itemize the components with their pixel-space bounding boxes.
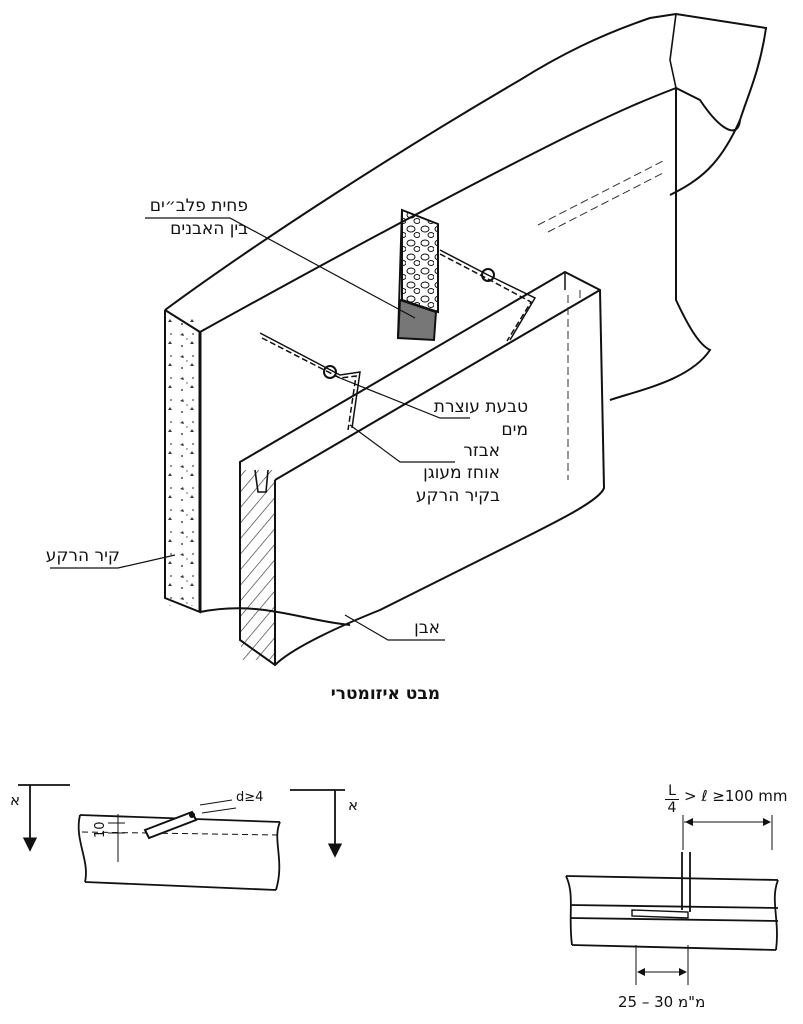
anchor-rod-back (439, 249, 537, 342)
water-stop-ring-front (323, 365, 337, 379)
view-caption: מבט איזומטרי (330, 684, 440, 704)
slab-label-line2: בין האבנים (170, 219, 248, 239)
anchor-rod-front (259, 332, 361, 431)
section-aa-drawing (18, 784, 345, 891)
stone-block (239, 270, 606, 667)
leader-stone (344, 614, 445, 641)
stone-groove (254, 469, 269, 493)
slab-label-line1: פחית פלב״ים (149, 196, 248, 216)
stone-hatched-edge (241, 470, 274, 660)
leader-ring (334, 375, 470, 419)
stone-label: אבן (414, 618, 440, 638)
rod-offset-label: 10 (93, 821, 108, 838)
plan-detail-drawing (565, 815, 779, 985)
section-marker-left: א (10, 791, 21, 809)
leader-anchor (349, 424, 455, 463)
anchor-label-line1: אבזר (463, 441, 500, 461)
rod-diameter-label: d≥4 (236, 790, 264, 805)
joint-slab (396, 208, 439, 342)
leader-wall (50, 554, 176, 569)
anchor-label-line3: בקיר הרקע (415, 486, 500, 506)
section-rod (143, 810, 198, 840)
ring-label-line1: טבעת עוצרת (433, 397, 528, 417)
ring-label-line2: מים (501, 420, 528, 440)
leader-slab (145, 217, 416, 319)
length-fraction-numerator: L (665, 784, 679, 800)
anchor-label-line2: אוחז מעוגן (423, 463, 500, 483)
wall-concrete-fill (166, 318, 199, 606)
embed-length-label: 25 – 30 מ"מ (618, 993, 706, 1011)
length-fraction-denominator: 4 (667, 800, 677, 816)
section-marker-right: א (348, 796, 359, 814)
water-stop-ring-back (481, 268, 495, 282)
wall-label: קיר הרקע (45, 546, 120, 566)
length-rule-label: > ℓ ≥100 mm (684, 787, 788, 805)
